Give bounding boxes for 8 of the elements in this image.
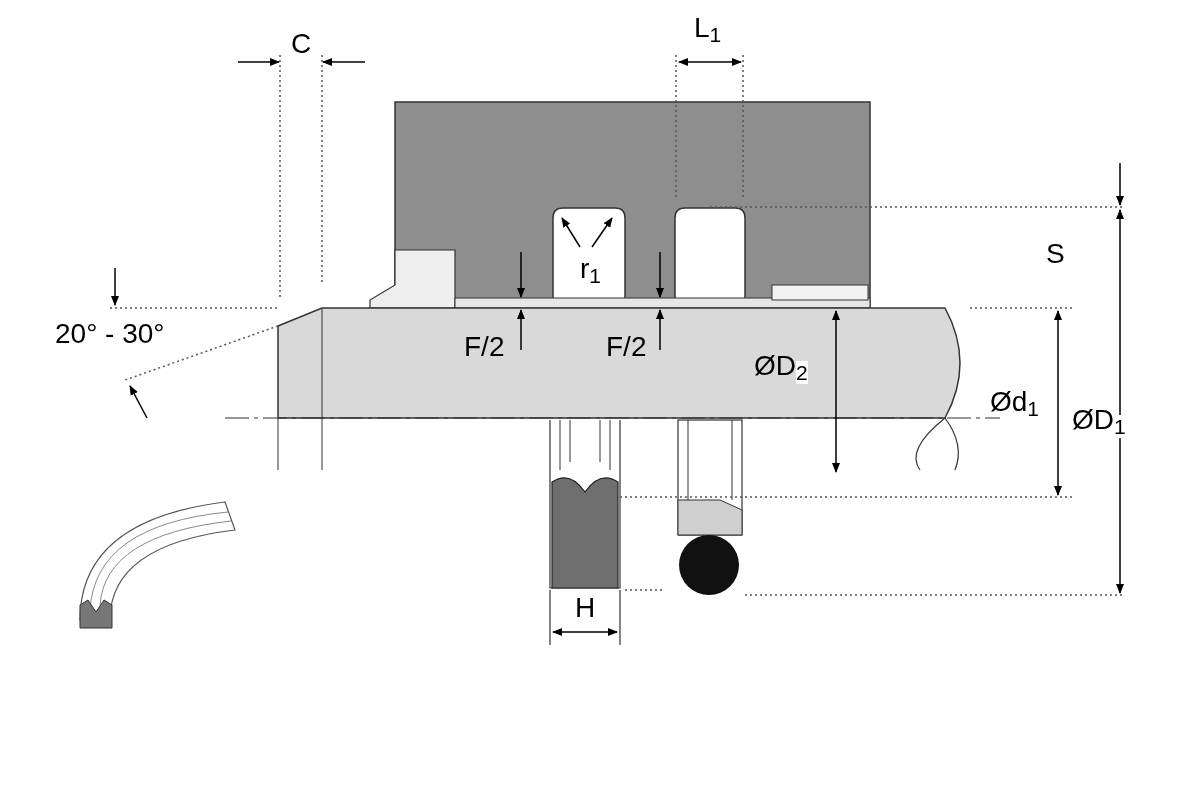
dimension-label: F/2 <box>606 333 647 361</box>
dimension-label: S <box>1046 240 1065 268</box>
dimension-label: L$_{1}$ <box>694 14 722 42</box>
dimension-label: 20° - 30° <box>55 320 165 348</box>
dimension-label: F/2 <box>464 333 505 361</box>
dimension-label: H <box>575 594 596 622</box>
dimension-label: Ød$_{1}$ <box>990 388 1040 416</box>
dimension-label: C <box>291 30 312 58</box>
